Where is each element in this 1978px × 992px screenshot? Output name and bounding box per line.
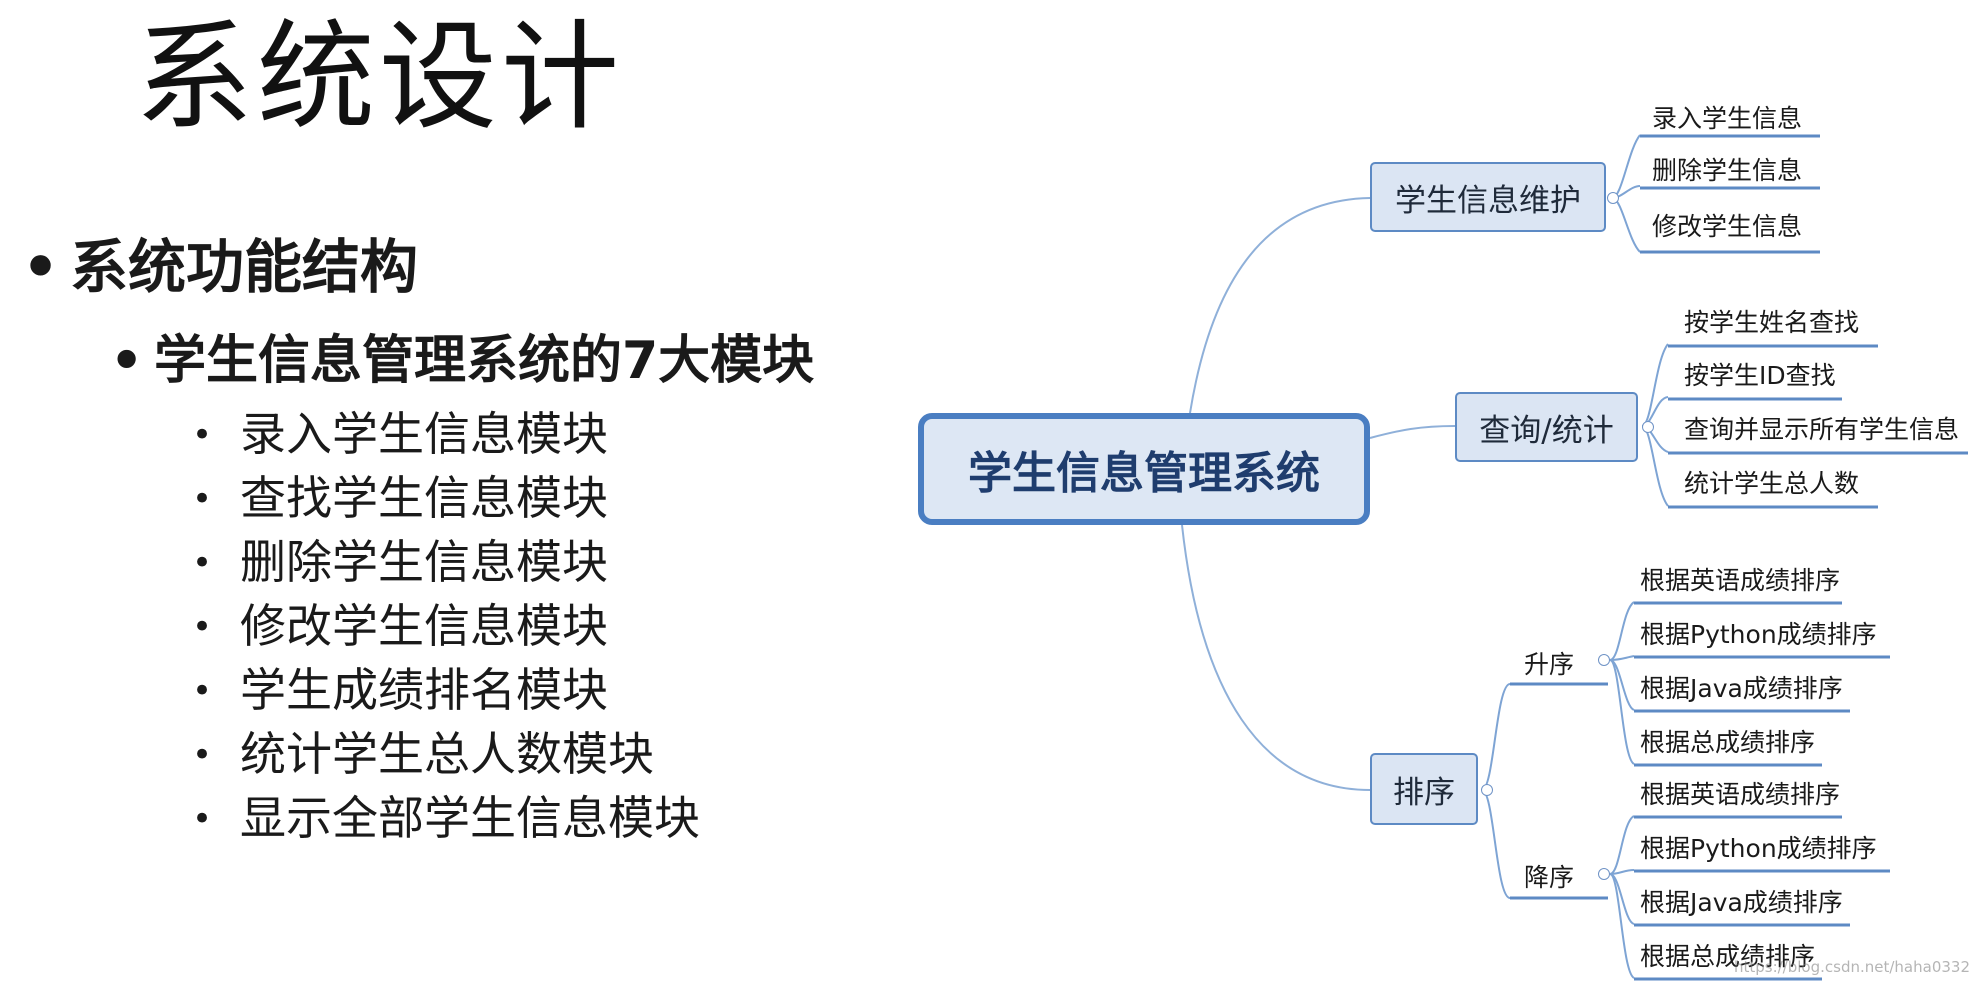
bullet-dot-icon: • [192,607,213,647]
bullet-level2-text: 学生信息管理系统的7大模块 [154,331,815,391]
collapse-icon[interactable] [1642,421,1654,433]
leaf-node: 根据总成绩排序 [1640,942,1816,971]
leaf-node: 按学生姓名查找 [1684,308,1860,337]
leaf-node: 查询并显示所有学生信息 [1684,415,1960,444]
bullet-level2: •学生信息管理系统的7大模块 [110,335,814,387]
bullet-dot-icon: • [192,415,213,455]
module-item-text: 统计学生总人数模块 [240,727,654,781]
leaf-node: 根据英语成绩排序 [1640,566,1841,595]
module-item-text: 删除学生信息模块 [240,535,608,589]
connector-root-query [1369,425,1456,439]
branch-node-query: 查询/统计 [1455,392,1638,462]
leaf-node: 根据Java成绩排序 [1640,888,1843,917]
watermark: https://blog.csdn.net/haha0332 [1733,958,1970,976]
bullet-dot-icon: • [192,799,213,839]
group-node-asc: 升序 [1524,650,1575,679]
leaf-node: 删除学生信息 [1652,156,1803,185]
leaf-node: 根据Python成绩排序 [1640,834,1877,863]
bullet-dot-icon: • [192,543,213,583]
module-item: • 统计学生总人数模块 [192,722,700,786]
collapse-icon[interactable] [1598,868,1610,880]
collapse-icon[interactable] [1598,654,1610,666]
bullet-dot-icon: • [110,331,144,391]
leaf-node: 根据Java成绩排序 [1640,674,1843,703]
bullet-dot-icon: • [192,671,213,711]
leaf-node: 根据Python成绩排序 [1640,620,1877,649]
module-item: • 修改学生信息模块 [192,594,700,658]
module-item-text: 修改学生信息模块 [240,599,608,653]
module-item-text: 学生成绩排名模块 [240,663,608,717]
bullet-dot-icon: • [192,735,213,775]
branch-node-sort: 排序 [1370,753,1478,825]
module-item-text: 显示全部学生信息模块 [240,791,700,845]
module-list: •录入学生信息模块 •查找学生信息模块 •删除学生信息模块 •修改学生信息模块 … [192,402,700,850]
bullet-level1-text: 系统功能结构 [70,233,419,301]
module-item: • 查找学生信息模块 [192,466,700,530]
bullet-level1: •系统功能结构 [22,238,418,296]
bullet-dot-icon: • [22,233,60,301]
leaf-node: 修改学生信息 [1652,212,1803,241]
connector-root-maintain [1189,197,1371,414]
connector-root-sort [1181,524,1371,791]
leaf-node: 统计学生总人数 [1684,469,1860,498]
slide-title: 系统设计 [135,8,624,146]
collapse-icon[interactable] [1607,192,1619,204]
leaf-node: 录入学生信息 [1652,104,1803,133]
group-node-desc: 降序 [1524,863,1575,892]
module-item: • 录入学生信息模块 [192,402,700,466]
module-item: • 显示全部学生信息模块 [192,786,700,850]
root-node: 学生信息管理系统 [918,413,1370,525]
leaf-node: 根据英语成绩排序 [1640,780,1841,809]
branch-node-maintain: 学生信息维护 [1370,162,1606,232]
collapse-icon[interactable] [1481,784,1493,796]
module-item: • 删除学生信息模块 [192,530,700,594]
leaf-node: 根据总成绩排序 [1640,728,1816,757]
module-item: • 学生成绩排名模块 [192,658,700,722]
module-item-text: 查找学生信息模块 [240,471,608,525]
bullet-dot-icon: • [192,479,213,519]
outline: •系统功能结构 •学生信息管理系统的7大模块 •录入学生信息模块 •查找学生信息… [0,0,900,992]
leaf-node: 按学生ID查找 [1684,361,1836,390]
module-item-text: 录入学生信息模块 [240,407,608,461]
